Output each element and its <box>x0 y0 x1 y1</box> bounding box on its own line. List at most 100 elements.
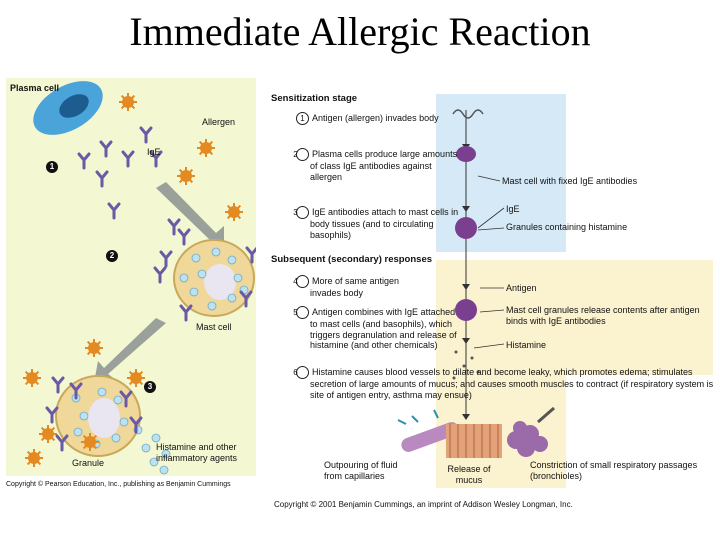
granule-icon <box>211 247 221 257</box>
antibody-icon <box>239 290 253 308</box>
step-5-number: 5 <box>293 306 309 319</box>
step-4-label: More of same antigen invades body <box>310 275 400 298</box>
mast-cell-fixed-label: Mast cell with fixed IgE antibodies <box>502 176 638 186</box>
antibody-icon <box>69 382 83 400</box>
antibody-icon <box>45 406 59 424</box>
granule-icon <box>141 443 151 453</box>
antibody-icon <box>139 126 153 144</box>
histamine-label-left: Histamine and other inflammatory agents <box>156 442 238 463</box>
granule-icon <box>97 387 107 397</box>
granule-icon <box>159 465 169 475</box>
granule-icon <box>189 287 199 297</box>
step-2-label: Plasma cells produce large amounts of cl… <box>310 148 458 182</box>
left-panel: Plasma cell Allergen IgE Mast cell Hista… <box>6 78 256 476</box>
step-6-label: Histamine causes blood vessels to dilate… <box>310 366 714 400</box>
step-3-number: 3 <box>293 206 309 219</box>
step-2-number: 2 <box>293 148 309 161</box>
plasma-cell-label: Plasma cell <box>10 83 60 93</box>
outpouring-label: Outpouring of fluid from capillaries <box>324 460 398 481</box>
antibody-icon <box>99 140 113 158</box>
ige-label-right: IgE <box>506 204 520 214</box>
allergen-icon <box>81 433 99 451</box>
granule-icon <box>151 433 161 443</box>
antigen-squiggle-icon <box>452 109 484 119</box>
granule-icon <box>111 433 121 443</box>
step-4-number: 4 <box>293 275 309 288</box>
step-marker-2: 2 <box>106 250 118 262</box>
granule-icon <box>191 253 201 263</box>
antigen-label: Antigen <box>506 283 537 293</box>
granule-icon <box>161 449 171 459</box>
sensitization-header: Sensitization stage <box>271 93 358 104</box>
allergen-icon <box>23 369 41 387</box>
release-mucus-label: Release of mucus <box>447 464 491 485</box>
plasma-cell-icon <box>33 81 103 135</box>
antibody-icon <box>55 434 69 452</box>
granule-icon <box>233 273 243 283</box>
antibody-icon <box>245 246 256 264</box>
allergen-label: Allergen <box>202 117 236 127</box>
mucus-icon <box>446 424 502 458</box>
step-5-label: Antigen combines with IgE attached to ma… <box>310 306 457 350</box>
allergen-icon <box>119 93 137 111</box>
antibody-icon <box>77 152 91 170</box>
step-1-number: 1 <box>296 112 309 125</box>
mast-cell-small-icon <box>455 217 477 239</box>
blood-vessel-icon <box>397 409 459 452</box>
mast-cell-release-label: Mast cell granules release contents afte… <box>506 305 700 326</box>
granule-icon <box>197 269 207 279</box>
mast-cell-label: Mast cell <box>196 322 232 332</box>
plasma-cell-small-icon <box>456 146 476 162</box>
antibody-icon <box>149 150 163 168</box>
granule-icon <box>73 427 83 437</box>
allergen-icon <box>197 139 215 157</box>
step-marker-3: 3 <box>144 381 156 393</box>
step-3-label: IgE antibodies attach to mast cells in b… <box>310 206 459 240</box>
left-copyright: Copyright © Pearson Education, Inc., pub… <box>6 481 231 488</box>
granule-icon <box>119 417 129 427</box>
granule-icon <box>179 273 189 283</box>
antibody-icon <box>179 304 193 322</box>
antibody-icon <box>167 218 181 236</box>
antibody-icon <box>177 228 191 246</box>
right-illustration <box>397 94 713 488</box>
antibody-icon <box>95 170 109 188</box>
allergen-icon <box>177 167 195 185</box>
subsequent-header: Subsequent (secondary) responses <box>271 254 433 265</box>
antibody-icon <box>107 202 121 220</box>
histamine-label-right: Histamine <box>506 340 547 350</box>
constriction-label: Constriction of small respiratory passag… <box>530 460 698 481</box>
granules-label: Granules containing histamine <box>506 222 628 232</box>
allergen-icon <box>85 339 103 357</box>
antibody-icon <box>159 250 173 268</box>
mast-cell-antigen-icon <box>455 299 477 321</box>
page-title: Immediate Allergic Reaction <box>129 9 591 54</box>
allergen-icon <box>25 449 43 467</box>
granule-icon <box>113 395 123 405</box>
granule-icon <box>227 293 237 303</box>
granule-icon <box>149 457 159 467</box>
antibody-icon <box>119 390 133 408</box>
allergen-icon <box>127 369 145 387</box>
right-copyright: Copyright © 2001 Benjamin Cummings, an i… <box>274 500 573 509</box>
granule-icon <box>207 301 217 311</box>
granule-icon <box>79 411 89 421</box>
step-marker-1: 1 <box>46 161 58 173</box>
ige-label-left: IgE <box>147 147 161 157</box>
granule-icon <box>227 255 237 265</box>
granule-label: Granule <box>72 458 105 468</box>
allergen-icon <box>39 425 57 443</box>
antibody-icon <box>51 376 65 394</box>
antibody-icon <box>129 416 143 434</box>
step-1-label: Antigen (allergen) invades body <box>312 112 439 123</box>
left-illustration <box>6 78 256 476</box>
allergen-icon <box>225 203 243 221</box>
antibody-icon <box>121 150 135 168</box>
